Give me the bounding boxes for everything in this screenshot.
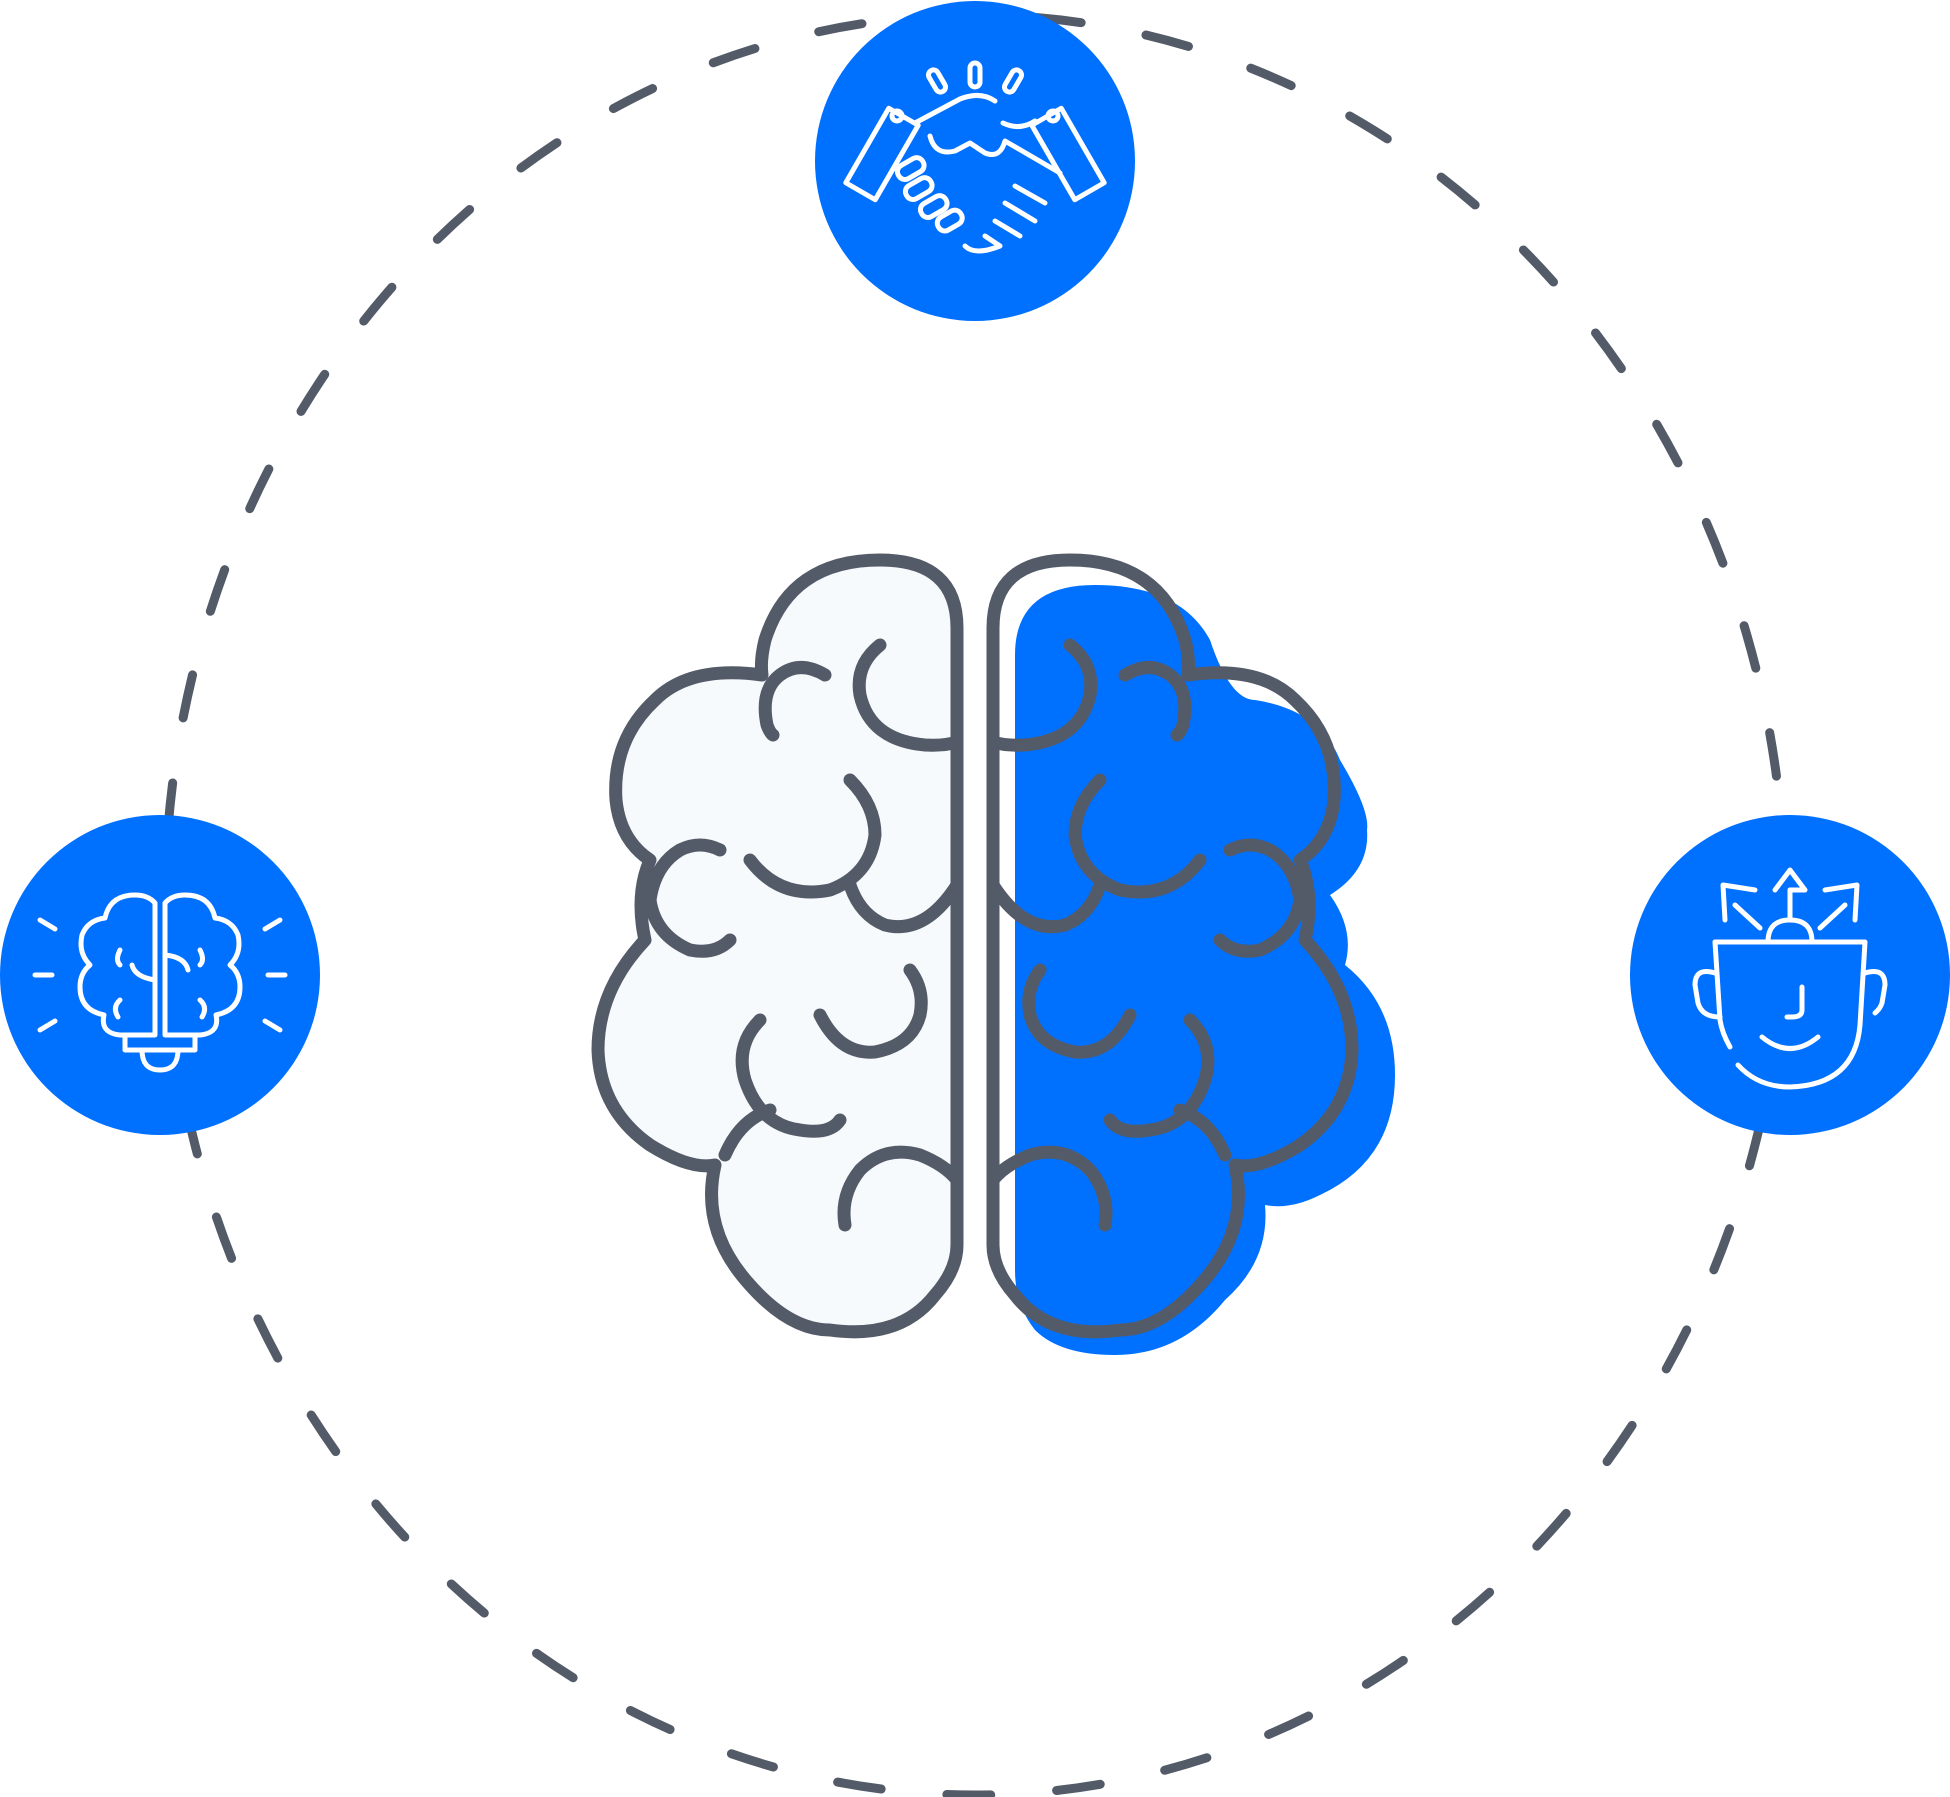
head-arrows-icon [1692, 867, 1888, 1090]
handshake-icon [843, 60, 1107, 254]
right-node-circle [1630, 815, 1950, 1135]
brain-icon [591, 553, 1395, 1355]
lightbulb-brain-icon [32, 892, 288, 1073]
top-node-circle [815, 1, 1135, 321]
left-hemisphere-folds [643, 638, 964, 1232]
top-node [815, 1, 1135, 321]
right-hemisphere-fill [1015, 585, 1395, 1355]
left-node-circle [0, 815, 320, 1135]
left-hemisphere-outline [591, 553, 964, 1339]
left-hemisphere-fill [598, 560, 957, 1332]
right-hemisphere-outline [986, 553, 1359, 1339]
right-node [1630, 815, 1950, 1135]
left-node [0, 815, 320, 1135]
right-hemisphere-folds [986, 638, 1307, 1232]
